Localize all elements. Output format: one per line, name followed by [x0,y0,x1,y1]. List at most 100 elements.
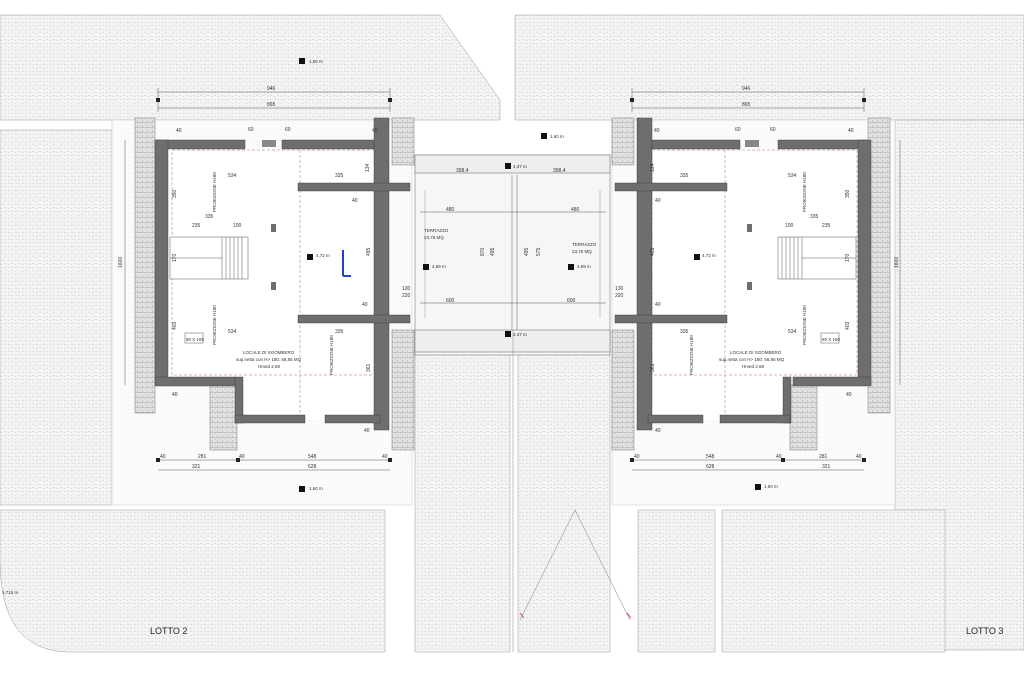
dim-label: 534 [228,329,237,335]
dim-label: 235 [822,223,831,229]
dim-label: 398,4 [553,168,566,174]
dim-label: 335 [810,214,819,220]
dim-label: 946 [267,86,276,92]
room-title-left: LOCALE DI SGOMBERO [243,350,295,355]
dim-label: 1600 [118,257,124,268]
level-label: 4,69 m [432,264,446,269]
terrace-deck [414,154,611,356]
dim-label: 495 [524,247,530,256]
lot-label-left: LOTTO 2 [150,626,187,636]
dim-label: 40 [382,454,388,460]
dim-label: 40 [362,302,368,308]
level-label: 1,60 m [309,486,323,491]
room-title-right: LOCALE DI SGOMBERO [730,350,782,355]
dim-label: 534 [788,173,797,179]
dim-label: 865 [267,102,276,108]
dim-label: 1600 [894,257,900,268]
dim-label: 40 [776,454,782,460]
dim-label: 60 [285,127,291,133]
dim-label: 495 [366,247,372,256]
stairs [169,236,857,280]
dim-label: 600 [446,298,455,304]
dim-label: 40 [634,454,640,460]
dim-label: 628 [308,464,317,470]
dim-label: 40 [239,454,245,460]
dim-label: 130 [615,286,624,292]
level-label: 1,60 m [309,59,323,64]
dim-label: 335 [335,173,344,179]
dim-label: 350 [845,189,851,198]
projection-label: PROIEZIONE H180 [802,305,807,345]
dim-label: 534 [788,329,797,335]
dim-label: 398,4 [456,168,469,174]
terrace-area-left: 23,76 MQ [424,235,444,240]
dim-label: 40 [655,198,661,204]
projection-label: PROIEZIONE H180 [212,172,217,212]
dim-label: 946 [742,86,751,92]
dim-label: 865 [742,102,751,108]
level-label: 4,37 m [513,164,527,169]
dim-label: 403 [845,321,851,330]
lot-label-right: LOTTO 3 [966,626,1003,636]
dimension-ticks [156,98,866,462]
dim-label: 134 [365,163,371,172]
dim-label: 335 [680,329,689,335]
dim-label: 548 [308,454,317,460]
level-label: 4,72 m [702,253,716,258]
dim-label: 335 [680,173,689,179]
dim-label: 335 [205,214,214,220]
dim-label: 60 [770,127,776,133]
room-height-left: Hmed 2,68 [258,364,281,369]
window-marks [184,332,840,344]
dim-label: 100 [233,223,242,229]
projection-label: PROIEZIONE H180 [802,172,807,212]
room-area-right: sup.netta con H> 180: 58,85 MQ [719,357,785,362]
dim-label: 480 [446,207,455,213]
path-lines [512,330,631,652]
dim-label: 335 [335,329,344,335]
dim-label: 235 [192,223,201,229]
dim-label: 134 [650,163,656,172]
dim-label: 600 [567,298,576,304]
dim-label: 60 [735,127,741,133]
dim-label: 60 [248,127,254,133]
level-label: 4,72 m [316,253,330,258]
dim-label: 40 [352,198,358,204]
window-label: 80 X 160 [822,337,841,342]
dim-label: 403 [172,321,178,330]
dim-label: 575 [536,247,542,256]
columns [262,140,759,290]
dim-label: 361 [366,363,372,372]
dim-label: 40 [655,428,661,434]
dim-label: 495 [490,247,496,256]
brick-hatch [134,117,891,451]
dim-label: 361 [650,363,656,372]
text-cursor-icon [342,250,351,277]
walls-left [154,117,411,431]
terrace-area-right: 23,76 MQ [572,249,592,254]
dim-label: 40 [172,392,178,398]
dim-label: 220 [402,293,411,299]
level-label: 1,60 m [550,134,564,139]
dim-label: 220 [615,293,624,299]
dim-label: 40 [848,128,854,134]
level-label: 4,37 m [513,332,527,337]
dim-label: 40 [160,454,166,460]
dim-label: 40 [364,428,370,434]
dim-label: 40 [846,392,852,398]
dim-label: 40 [856,454,862,460]
walls-right [614,117,872,431]
level-marker-icon [299,58,761,492]
dim-label: 350 [172,189,178,198]
dim-label: 281 [819,454,828,460]
window-label: 80 X 160 [186,337,205,342]
dim-label: 495 [650,247,656,256]
dim-label: 870 [480,247,486,256]
level-label: 4,69 m [577,264,591,269]
dim-label: 321 [192,464,201,470]
level-label: 1,715 m [2,590,19,595]
dim-label: 534 [228,173,237,179]
dim-label: 480 [571,207,580,213]
dimension-lines [124,88,901,471]
